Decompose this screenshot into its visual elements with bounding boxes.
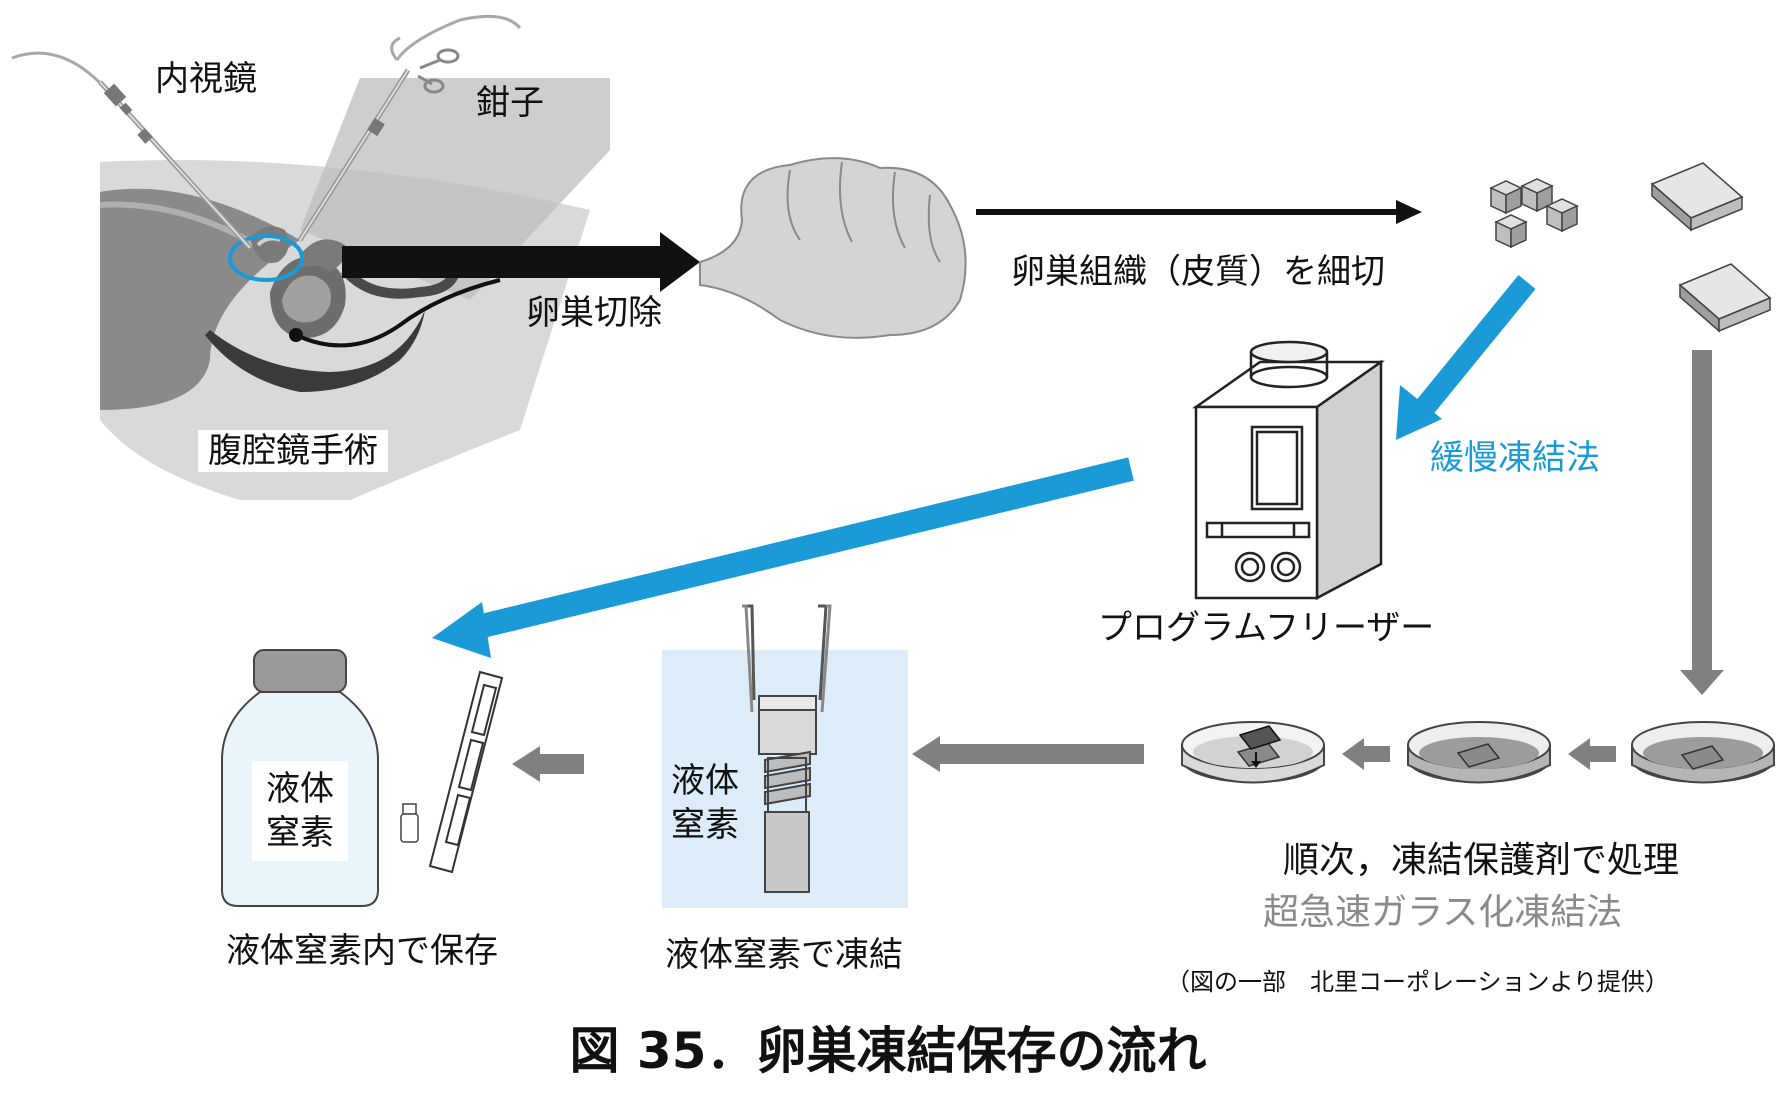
ovary-icon xyxy=(699,157,967,339)
bottle-ln2-line2: 窒素 xyxy=(266,813,334,854)
dish-1-icon xyxy=(1181,721,1325,784)
ovary-highlight-circle xyxy=(228,234,304,282)
arrow-vitrification xyxy=(1680,670,1724,695)
bottle-ln2-line1: 液体 xyxy=(266,769,334,809)
laparoscopy-illustration xyxy=(11,14,610,500)
dish-2-icon xyxy=(1407,721,1551,784)
freeze-in-ln2-label: 液体窒素で凍結 xyxy=(665,935,903,975)
mince-label: 卵巣組織（皮質）を細切 xyxy=(1011,252,1385,292)
endoscope-label: 内視鏡 xyxy=(155,59,257,99)
dish-3-icon xyxy=(1631,721,1775,784)
cane-straw-icon xyxy=(428,670,504,874)
ovary-excision-label: 卵巣切除 xyxy=(526,293,662,333)
panel-ln2-line2: 窒素 xyxy=(671,805,739,846)
ln2-freezing-panel xyxy=(662,604,908,908)
arrow-to-freezing xyxy=(912,736,1144,772)
vial-icon xyxy=(400,803,419,843)
arrow-dish-2-1 xyxy=(1342,738,1390,770)
program-freezer-label: プログラムフリーザー xyxy=(1098,608,1435,648)
arrow-excision xyxy=(342,232,700,292)
arrow-slow-freezing xyxy=(1396,385,1442,440)
tissue-cubes-icon xyxy=(1489,178,1579,249)
arrow-to-storage-bottle xyxy=(512,746,584,782)
figure-title: 図 35．卵巣凍結保存の流れ xyxy=(569,1022,1207,1080)
tissue-slices-icon xyxy=(1650,162,1772,333)
store-in-ln2-label: 液体窒素内で保存 xyxy=(226,931,498,971)
arrow-to-storage xyxy=(432,602,491,658)
program-freezer-icon xyxy=(1192,340,1385,601)
panel-ln2-line1: 液体 xyxy=(671,761,739,801)
forceps-label: 鉗子 xyxy=(476,83,544,123)
sequential-treatment-label: 順次，凍結保護剤で処理 xyxy=(1283,840,1680,881)
dishes-group xyxy=(1181,721,1775,784)
credit-label: （図の一部 北里コーポレーションより提供） xyxy=(1166,968,1670,996)
slow-freezing-label: 緩慢凍結法 xyxy=(1430,438,1600,478)
panel-ln2-label: 液体 窒素 xyxy=(665,755,745,851)
vitrification-label: 超急速ガラス化凍結法 xyxy=(1263,892,1623,933)
arrow-dish-3-2 xyxy=(1568,738,1616,770)
laparoscopy-label: 腹腔鏡手術 xyxy=(198,430,388,472)
bottle-ln2-label: 液体 窒素 xyxy=(252,761,348,862)
arrow-mince xyxy=(1396,200,1422,224)
